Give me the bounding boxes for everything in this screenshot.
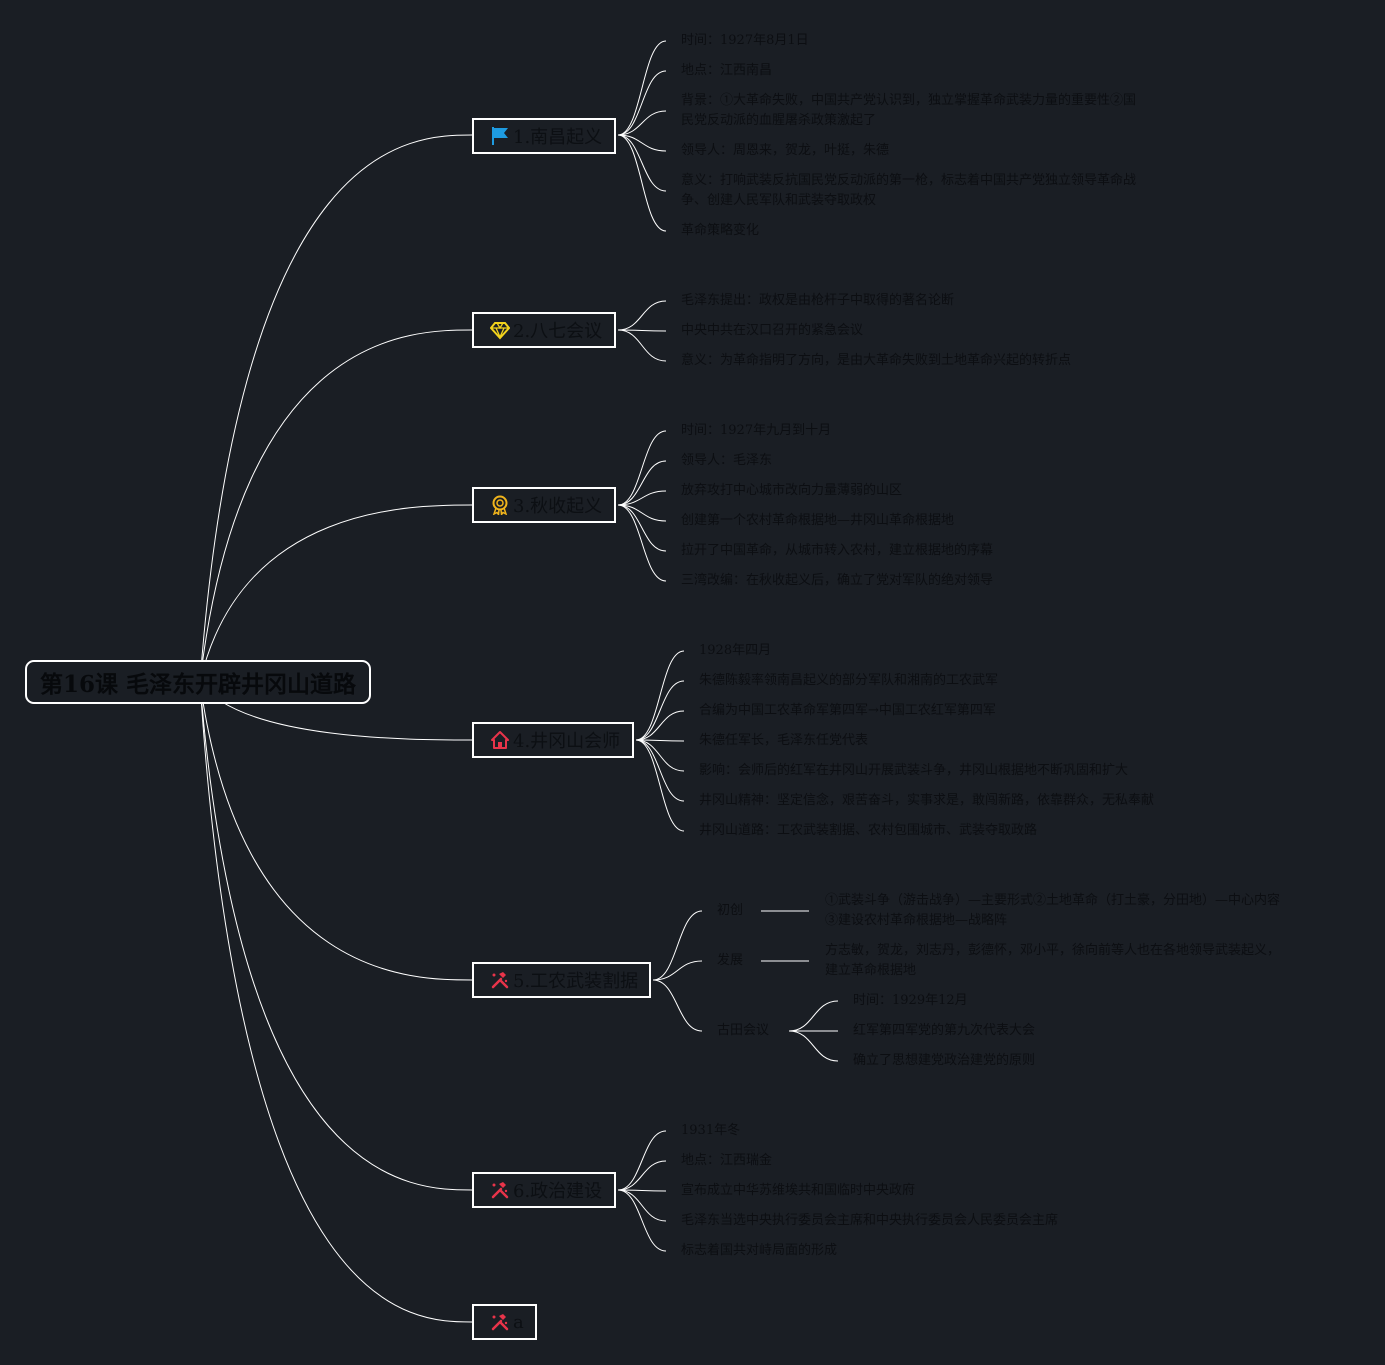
topic-6-item[interactable]: 地点：江西瑞金 <box>681 1153 773 1168</box>
topic-6-item[interactable]: 宣布成立中华苏维埃共和国临时中央政府 <box>681 1183 916 1198</box>
topic-3[interactable]: 3.秋收起义 <box>472 487 616 523</box>
branch-line <box>617 300 667 331</box>
topic-4-item[interactable]: 1928年四月 <box>699 643 772 658</box>
branch-line <box>635 650 685 741</box>
topic-4-item[interactable]: 合编为中国工农革命军第四军→中国工农红军第四军 <box>699 703 996 718</box>
topic-2-item[interactable]: 毛泽东提出：政权是由枪杆子中取得的著名论断 <box>681 293 955 308</box>
topic-6[interactable]: 6.政治建设 <box>472 1172 616 1208</box>
root-branch-1 <box>199 134 473 683</box>
subtopic-detail[interactable]: 方志敏，贺龙，刘志丹，彭德怀，邓小平，徐向前等人也在各地领导武装起义， 建立革命… <box>825 943 1281 978</box>
branch-line <box>617 329 667 332</box>
topic-4-item[interactable]: 井冈山道路：工农武装割据、农村包围城市、武装夺取政路 <box>699 823 1038 838</box>
topic-label: 5.工农武装割据 <box>513 971 639 992</box>
root-title: 第16课 毛泽东开辟井冈山道路 <box>39 671 356 698</box>
root-topic[interactable]: 第16课 毛泽东开辟井冈山道路 <box>25 660 371 704</box>
topic-label: a <box>513 1311 524 1333</box>
branch-line <box>635 739 685 772</box>
branch-line <box>652 979 703 1032</box>
subtopic-detail[interactable]: 确立了思想建党政治建党的原则 <box>853 1053 1036 1068</box>
tools-icon <box>490 1180 510 1200</box>
branch-line <box>617 110 667 136</box>
root-branch-3 <box>199 504 473 683</box>
topic-label: 2.八七会议 <box>513 321 603 342</box>
branch-line <box>617 504 667 552</box>
root-branch-6 <box>199 681 473 1191</box>
branch-line <box>652 960 703 981</box>
topic-4-item[interactable]: 井冈山精神：坚定信念，艰苦奋斗，实事求是，敢闯新路，依靠群众，无私奉献 <box>699 793 1155 808</box>
topic-4-item[interactable]: 影响：会师后的红军在井冈山开展武装斗争，井冈山根据地不断巩固和扩大 <box>699 763 1129 778</box>
topic-6-item[interactable]: 毛泽东当选中央执行委员会主席和中央执行委员会人民委员会主席 <box>681 1213 1059 1228</box>
branch-line <box>617 504 667 582</box>
home-icon <box>490 730 510 750</box>
branch-line <box>617 134 667 232</box>
subtopic-label[interactable]: 古田会议 <box>717 1023 770 1038</box>
branch-line <box>635 739 685 832</box>
branch-line <box>635 739 685 742</box>
subtopic-label[interactable]: 初创 <box>717 903 744 918</box>
topic-3-item[interactable]: 拉开了中国革命，从城市转入农村，建立根据地的序幕 <box>681 543 994 558</box>
topic-2-item[interactable]: 意义：为革命指明了方向，是由大革命失败到土地革命兴起的转折点 <box>681 353 1072 368</box>
topic-7[interactable]: a <box>472 1304 537 1340</box>
topic-6-item[interactable]: 标志着国共对峙局面的形成 <box>681 1243 838 1258</box>
subtopic-detail[interactable]: 时间：1929年12月 <box>853 993 968 1008</box>
branch-line <box>617 70 667 136</box>
branch-line <box>617 1130 667 1191</box>
topic-label: 6.政治建设 <box>513 1181 603 1202</box>
tools-icon <box>490 970 510 990</box>
flag-icon <box>490 126 510 146</box>
topic-5[interactable]: 5.工农武装割据 <box>472 962 651 998</box>
branch-line <box>617 1189 667 1222</box>
topic-1-item[interactable]: 时间：1927年8月1日 <box>681 33 809 48</box>
topic-1-item[interactable]: 领导人：周恩来，贺龙，叶挺，朱德 <box>681 143 890 158</box>
root-branch-7 <box>199 681 473 1323</box>
medal-icon <box>490 495 510 515</box>
topic-4-item[interactable]: 朱德任军长，毛泽东任党代表 <box>699 733 869 748</box>
branch-line <box>788 1000 839 1032</box>
root-branch-2 <box>199 329 473 683</box>
topic-2-item[interactable]: 中央中共在汉口召开的紧急会议 <box>681 323 864 338</box>
branch-line <box>617 329 667 362</box>
branch-line <box>617 1189 667 1192</box>
branch-line <box>635 680 685 741</box>
branch-line <box>617 134 667 152</box>
topic-1[interactable]: 1.南昌起义 <box>472 118 616 154</box>
branch-line <box>617 134 667 192</box>
branch-line <box>788 1030 839 1062</box>
topic-1-item[interactable]: 背景：①大革命失败，中国共产党认识到，独立掌握革命武装力量的重要性②国 民党反动… <box>681 93 1137 128</box>
branch-line <box>617 1189 667 1252</box>
topic-1-item[interactable]: 意义：打响武装反抗国民党反动派的第一枪，标志着中国共产党独立领导革命战 争、创建… <box>681 173 1137 208</box>
branch-line <box>635 739 685 802</box>
topic-1-item[interactable]: 地点：江西南昌 <box>681 63 773 78</box>
topic-label: 1.南昌起义 <box>513 127 603 148</box>
subtopic-detail[interactable]: 红军第四军党的第九次代表大会 <box>853 1023 1036 1038</box>
topic-1-item[interactable]: 革命策略变化 <box>681 223 760 238</box>
topic-3-item[interactable]: 创建第一个农村革命根据地—井冈山革命根据地 <box>681 513 955 528</box>
topic-label: 4.井冈山会师 <box>513 731 621 752</box>
topic-3-item[interactable]: 放弃攻打中心城市改向力量薄弱的山区 <box>681 483 903 498</box>
topic-label: 3.秋收起义 <box>513 496 603 517</box>
branch-line <box>617 40 667 136</box>
branch-line <box>617 430 667 506</box>
branch-line <box>617 490 667 506</box>
tools-icon <box>490 1312 510 1332</box>
topic-4-item[interactable]: 朱德陈毅率领南昌起义的部分军队和湘南的工农武军 <box>699 673 999 688</box>
root-branch-5 <box>199 681 473 981</box>
topic-3-item[interactable]: 时间：1927年九月到十月 <box>681 423 832 438</box>
topic-2[interactable]: 2.八七会议 <box>472 312 616 348</box>
subtopic-label[interactable]: 发展 <box>717 953 744 968</box>
branch-line <box>617 460 667 506</box>
branch-line <box>635 710 685 741</box>
branch-line <box>617 1160 667 1191</box>
diamond-icon <box>490 320 510 340</box>
topic-3-item[interactable]: 三湾改编：在秋收起义后，确立了党对军队的绝对领导 <box>681 573 994 588</box>
branch-line <box>652 910 703 981</box>
topic-6-item[interactable]: 1931年冬 <box>681 1123 741 1138</box>
topic-4[interactable]: 4.井冈山会师 <box>472 722 634 758</box>
topic-3-item[interactable]: 领导人：毛泽东 <box>681 453 773 468</box>
subtopic-detail[interactable]: ①武装斗争（游击战争）—主要形式②土地革命（打土豪，分田地）—中心内容 ③建设农… <box>825 893 1281 928</box>
